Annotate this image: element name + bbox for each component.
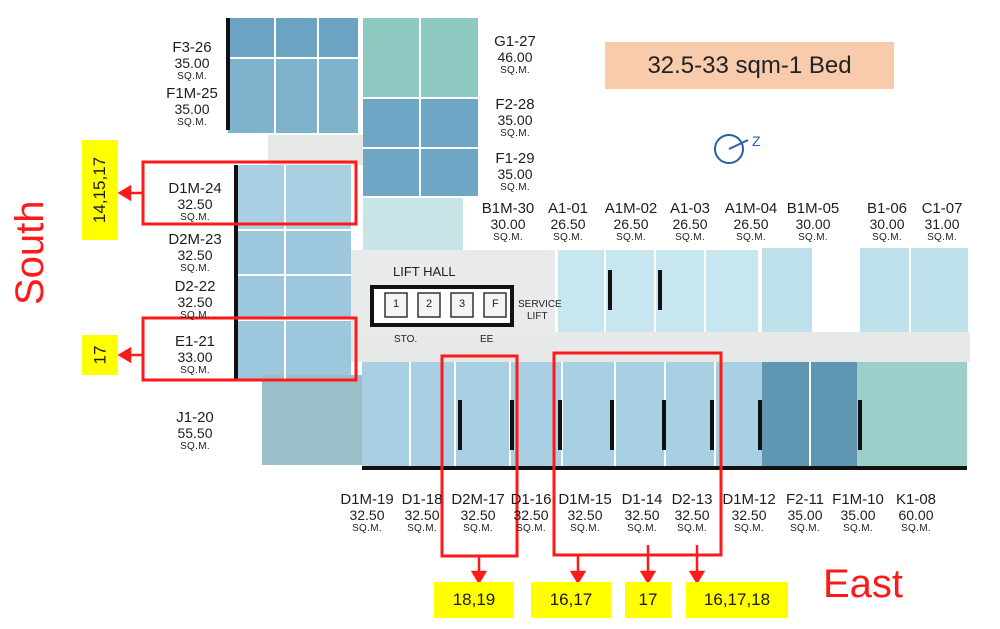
service-lift-label-2: LIFT bbox=[527, 311, 548, 322]
highlight-d1m-15-d2-13 bbox=[552, 351, 723, 557]
legend-box: 32.5-33 sqm-1 Bed bbox=[605, 42, 894, 89]
lift-hall-label: LIFT HALL bbox=[393, 264, 456, 279]
direction-east: East bbox=[823, 562, 904, 606]
lift-number-1: 1 bbox=[393, 298, 400, 310]
interior-walls bbox=[228, 18, 911, 468]
ee-label: EE bbox=[480, 334, 494, 345]
unit-block-d2m-23 bbox=[236, 230, 351, 275]
lift-number-f: F bbox=[492, 298, 499, 310]
compass-icon bbox=[714, 134, 744, 164]
floor-tag-d1m-24: 14,15,17 bbox=[82, 140, 118, 240]
service-lift-label-1: SERVICE bbox=[518, 299, 562, 310]
floor-tag-e1-21: 17 bbox=[82, 335, 118, 375]
lift-number-3: 3 bbox=[459, 298, 466, 310]
unit-block-f1m-25 bbox=[228, 58, 358, 133]
unit-block-b1-06-c1-07 bbox=[860, 248, 968, 332]
storage-label: STO. bbox=[394, 334, 418, 345]
direction-south: South bbox=[8, 200, 52, 305]
unit-block-b1m-05 bbox=[762, 248, 812, 332]
unit-block-d2-22 bbox=[236, 275, 351, 320]
floor-tag-d2-13: 16,17,18 bbox=[686, 582, 788, 618]
lift-car-2 bbox=[417, 292, 441, 318]
corridor-north bbox=[268, 135, 365, 165]
floor-tag-d1m-15: 16,17 bbox=[531, 582, 611, 618]
unit-block-d1m-24 bbox=[236, 165, 351, 230]
unit-block-k1-08 bbox=[857, 362, 967, 468]
structural-walls bbox=[226, 18, 967, 470]
floor-tag-d2m-17: 18,19 bbox=[434, 582, 514, 618]
compass-needle bbox=[728, 139, 749, 150]
lift-car-3 bbox=[450, 292, 474, 318]
highlight-e1-21 bbox=[141, 316, 358, 382]
lift-number-2: 2 bbox=[426, 298, 433, 310]
compass-letter: Z bbox=[752, 133, 761, 149]
arrows bbox=[117, 184, 706, 585]
lift-car-1 bbox=[384, 292, 408, 318]
unit-block-b1m-30 bbox=[363, 198, 463, 250]
unit-block-e1-21 bbox=[236, 320, 351, 380]
unit-block-j1-20 bbox=[262, 375, 362, 465]
lift-car-f bbox=[483, 292, 507, 318]
floor-tag-d1-14: 17 bbox=[625, 582, 671, 618]
